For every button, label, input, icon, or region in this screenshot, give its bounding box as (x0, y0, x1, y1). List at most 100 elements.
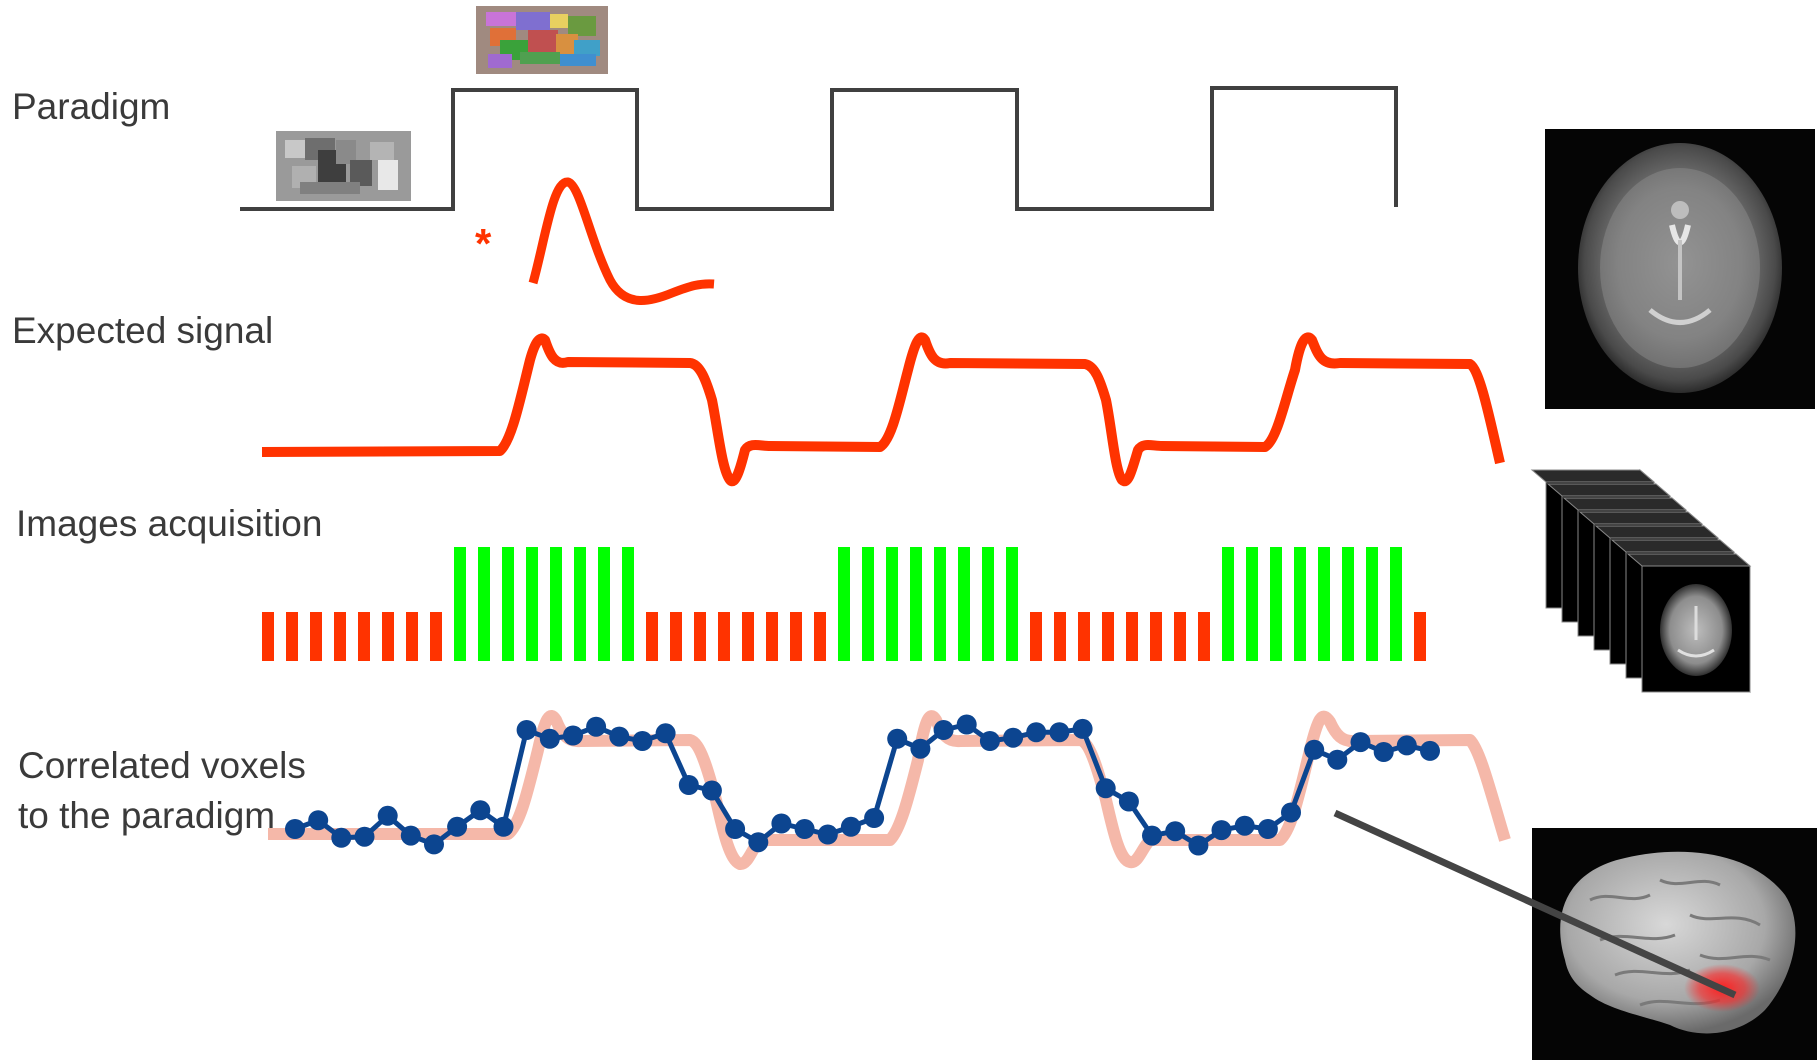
voxel-data-point (655, 723, 676, 744)
rest-acquisition-bar (742, 612, 754, 661)
task-acquisition-bar (1006, 547, 1018, 661)
voxel-data-point (447, 816, 468, 837)
voxel-data-point (725, 819, 746, 839)
voxel-data-point (609, 726, 630, 747)
voxel-data-point (864, 808, 885, 828)
task-acquisition-bar (982, 547, 994, 661)
task-acquisition-bar (1246, 547, 1258, 661)
task-acquisition-bar (454, 547, 466, 661)
voxel-data-point (400, 825, 421, 846)
hrf-marker: * (475, 220, 492, 267)
voxel-data-point (1396, 735, 1417, 756)
voxel-data-point (1049, 722, 1070, 743)
task-acquisition-bar (886, 547, 898, 661)
voxel-time-series-points (285, 714, 1440, 856)
voxel-data-point (1142, 825, 1162, 846)
voxel-data-point (493, 816, 514, 837)
voxel-data-point (470, 800, 491, 821)
image-slice (1626, 552, 1752, 694)
expected-signal-curve (261, 332, 1505, 487)
voxel-data-point (1327, 749, 1348, 770)
voxel-data-point (910, 738, 931, 759)
rest-acquisition-bar (1102, 612, 1114, 661)
voxel-data-point (377, 805, 398, 826)
voxel-data-point (1420, 740, 1440, 761)
paradigm-square-wave (240, 86, 1398, 211)
rest-acquisition-bar (358, 612, 370, 661)
voxel-data-point (1234, 815, 1255, 836)
voxel-data-point (956, 714, 977, 735)
voxel-data-point (678, 775, 699, 795)
rest-acquisition-bar (670, 612, 682, 661)
task-acquisition-bar (910, 547, 922, 661)
voxel-data-point (1072, 718, 1093, 739)
voxel-data-point (748, 832, 769, 853)
voxel-data-point (331, 827, 352, 848)
voxel-data-point (933, 720, 954, 740)
voxel-data-point (1095, 778, 1116, 799)
task-acquisition-bar (934, 547, 946, 661)
expected-signal-label: Expected signal (12, 310, 274, 351)
task-acquisition-bar (1270, 547, 1282, 661)
voxel-data-point (539, 728, 560, 749)
rest-acquisition-bar (286, 612, 298, 661)
voxel-data-point (794, 819, 815, 839)
rest-acquisition-bar (646, 612, 658, 661)
rest-acquisition-bar (766, 612, 778, 661)
voxel-data-point (632, 731, 653, 751)
task-acquisition-bar (1366, 547, 1378, 661)
voxel-data-point (979, 731, 1000, 751)
paradigm-label: Paradigm (12, 86, 171, 127)
connector-line (1333, 809, 1737, 999)
task-acquisition-bar (1390, 547, 1402, 661)
task-acquisition-bar (862, 547, 874, 661)
rest-stimulus-image (276, 131, 411, 201)
rest-acquisition-bar (382, 612, 394, 661)
rest-acquisition-bar (406, 612, 418, 661)
voxel-data-point (516, 720, 537, 740)
voxel-data-point (285, 819, 305, 839)
voxel-data-point (1211, 820, 1232, 841)
voxel-data-point (1281, 802, 1301, 823)
rest-acquisition-bar (718, 612, 730, 661)
axial-brain-image (1545, 129, 1815, 409)
voxel-data-point (771, 813, 792, 834)
rest-acquisition-bar (1054, 612, 1066, 661)
voxel-data-point (817, 824, 838, 845)
hrf-curve (528, 177, 715, 305)
voxel-data-point (1188, 835, 1209, 856)
voxel-data-point (701, 780, 722, 801)
task-acquisition-bar (598, 547, 610, 661)
rest-acquisition-bar (430, 612, 442, 661)
rest-acquisition-bar (1174, 612, 1186, 661)
rest-acquisition-bar (1198, 612, 1210, 661)
voxel-fit-curve (268, 709, 1511, 870)
rest-acquisition-bar (1414, 612, 1426, 661)
rest-acquisition-bar (1030, 612, 1042, 661)
voxel-data-point (563, 725, 583, 746)
rest-acquisition-bar (814, 612, 826, 661)
rest-acquisition-bar (1126, 612, 1138, 661)
task-acquisition-bar (478, 547, 490, 661)
rest-acquisition-bar (262, 612, 274, 661)
task-acquisition-bar (1342, 547, 1354, 661)
rest-acquisition-bar (1150, 612, 1162, 661)
task-acquisition-bar (526, 547, 538, 661)
acquisition-bars (262, 547, 1426, 661)
voxel-data-point (354, 826, 375, 847)
voxel-data-point (840, 816, 861, 837)
rest-acquisition-bar (334, 612, 346, 661)
images-acquisition-label: Images acquisition (16, 503, 323, 544)
voxel-data-point (1165, 821, 1186, 842)
correlated-voxels-label-line1: Correlated voxels (18, 745, 306, 786)
voxel-data-point (586, 716, 607, 737)
rest-acquisition-bar (1078, 612, 1090, 661)
task-acquisition-bar (1318, 547, 1330, 661)
voxel-data-point (1304, 739, 1325, 760)
task-acquisition-bar (1222, 547, 1234, 661)
task-acquisition-bar (502, 547, 514, 661)
image-volume-stack (1530, 468, 1752, 694)
task-acquisition-bar (958, 547, 970, 661)
task-acquisition-bar (838, 547, 850, 661)
